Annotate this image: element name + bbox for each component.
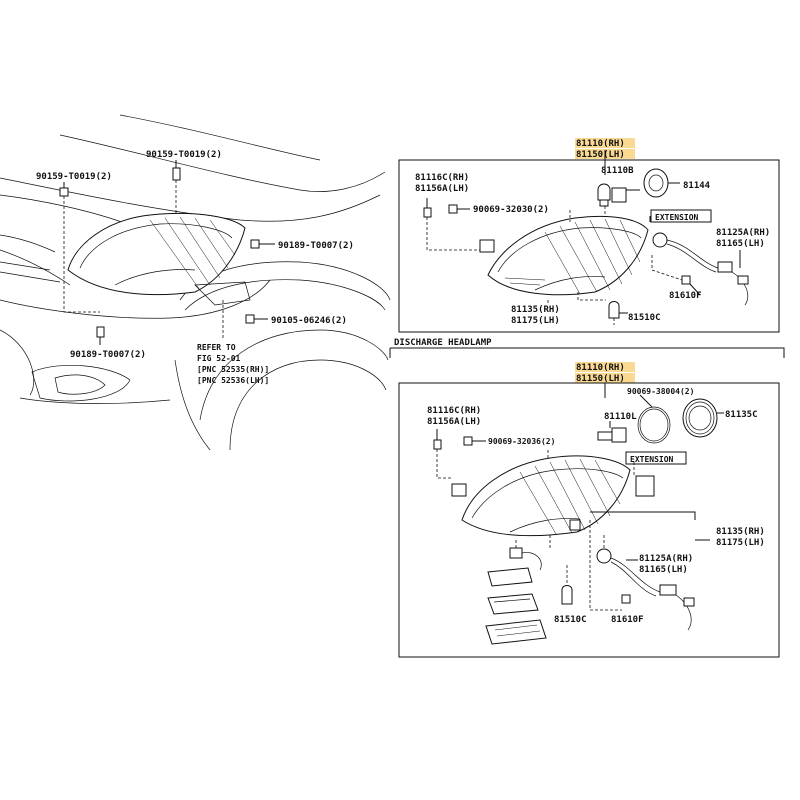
ballast-unit-icon — [485, 547, 547, 645]
callout-90159-left: 90159-T0019(2) — [36, 172, 112, 182]
refer-line-3: [PNC 52535(RH)] — [197, 365, 269, 374]
headlamp-assembly — [451, 455, 631, 537]
part-label: 81175(LH) — [511, 316, 560, 326]
o-ring-icon — [637, 406, 671, 444]
socket-harness-icon — [596, 475, 695, 631]
part-label: 81116C(RH) — [415, 173, 469, 183]
part-label: 81144 — [683, 181, 711, 191]
part-label: 81510C — [628, 313, 661, 323]
part-label: 81125A(RH) — [639, 554, 693, 564]
overview-headlamp — [67, 212, 251, 306]
part-label: 81110B — [601, 166, 634, 176]
header-highlight — [575, 362, 635, 372]
part-label: 81156A(LH) — [427, 417, 481, 427]
header-rh: 81110(RH) — [576, 139, 625, 149]
discharge-bulb-icon — [597, 427, 627, 443]
header-rh: 81110(RH) — [576, 363, 625, 373]
part-label: 81135C — [725, 410, 758, 420]
header-lh: 81150(LH) — [576, 374, 625, 384]
small-bulb-icon — [621, 594, 631, 604]
headlamp-assembly — [479, 215, 649, 296]
cover-icon — [682, 398, 718, 438]
clip-icon — [433, 439, 442, 450]
clip-icon — [423, 207, 432, 218]
callout-90159-top: 90159-T0019(2) — [146, 150, 222, 160]
part-label: 81116C(RH) — [427, 406, 481, 416]
part-label: 81175(LH) — [716, 538, 765, 548]
screw-icon — [463, 436, 473, 446]
part-label: 81135(RH) — [511, 305, 560, 315]
car-front-overview — [0, 114, 391, 451]
panel-top-frame — [398, 159, 780, 333]
part-label: 90069-38004(2) — [627, 387, 694, 396]
part-label: 81510C — [554, 615, 587, 625]
bulb-icon — [597, 183, 627, 207]
header-highlight — [575, 138, 635, 148]
part-label: 81156A(LH) — [415, 184, 469, 194]
refer-line-1: REFER TO — [197, 343, 236, 352]
panel-bottom-frame — [398, 382, 780, 658]
part-label: 81610F — [669, 291, 702, 301]
part-label: 81125A(RH) — [716, 228, 770, 238]
part-label: 90069-32030(2) — [473, 205, 549, 215]
header-lh: 81150(LH) — [576, 150, 625, 160]
extension-label: EXTENSION — [655, 213, 699, 222]
bulb-icon — [561, 585, 573, 605]
extension-label: EXTENSION — [630, 455, 674, 464]
part-label: 90069-32036(2) — [488, 437, 555, 446]
part-label: 81110L — [604, 412, 637, 422]
part-label: 81165(LH) — [716, 239, 765, 249]
refer-line-2: FIG 52-01 — [197, 354, 241, 363]
part-label: 81610F — [611, 615, 644, 625]
section-bracket — [389, 347, 785, 358]
panel-top — [398, 138, 780, 333]
bulb-icon — [608, 301, 620, 319]
small-bulb-icon — [681, 275, 691, 285]
callout-90189-right: 90189-T0007(2) — [278, 241, 354, 251]
header-highlight — [575, 373, 635, 383]
refer-line-4: [PNC 52536(LH)] — [197, 376, 269, 385]
callout-90105: 90105-06246(2) — [271, 316, 347, 326]
screw-icon — [448, 204, 458, 214]
socket-harness-icon — [652, 232, 749, 306]
panel-bottom — [398, 362, 780, 658]
part-label: 81135(RH) — [716, 527, 765, 537]
extension-box — [650, 209, 712, 223]
extension-box — [625, 451, 687, 465]
callout-90189-bottom: 90189-T0007(2) — [70, 350, 146, 360]
part-label: 81165(LH) — [639, 565, 688, 575]
cap-icon — [643, 168, 669, 198]
section-title: DISCHARGE HEADLAMP — [394, 338, 492, 348]
